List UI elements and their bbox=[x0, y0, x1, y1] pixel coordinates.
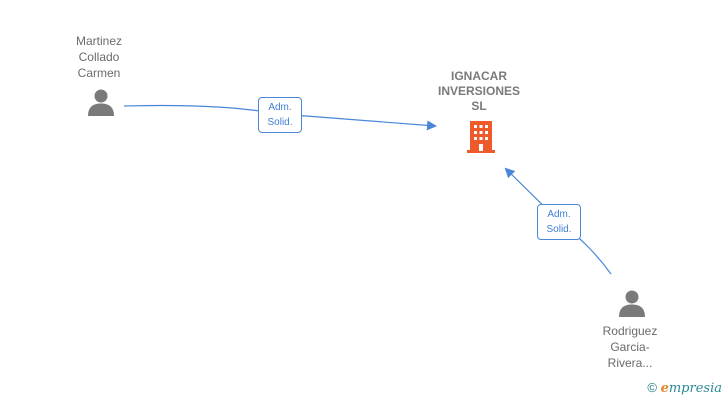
edge-label-top[interactable]: Adm. Solid. bbox=[258, 97, 302, 133]
person-bottom-line-2: Garcia- bbox=[610, 340, 650, 354]
person-top-line-3: Carmen bbox=[77, 66, 121, 80]
person-top-name[interactable]: Martinez Collado Carmen bbox=[60, 33, 138, 81]
person-bottom-name[interactable]: Rodriguez Garcia- Rivera... bbox=[590, 323, 670, 371]
edge-label-top-line-1: Adm. bbox=[268, 102, 292, 113]
company-name[interactable]: IGNACAR INVERSIONES SL bbox=[424, 69, 534, 114]
company-line-2: INVERSIONES bbox=[437, 84, 521, 98]
person-top-line-2: Collado bbox=[78, 50, 120, 64]
person-bottom-line-3: Rivera... bbox=[607, 356, 653, 370]
building-icon[interactable] bbox=[465, 119, 497, 155]
edge-label-bottom-line-1: Adm. bbox=[547, 209, 571, 220]
person-top-icon[interactable] bbox=[86, 88, 116, 116]
edge-label-bottom-line-2: Solid. bbox=[546, 224, 572, 235]
edge-label-bottom[interactable]: Adm. Solid. bbox=[537, 204, 581, 240]
person-bottom-line-1: Rodriguez bbox=[602, 324, 658, 338]
empresia-watermark: © empresia bbox=[647, 380, 722, 396]
company-line-3: SL bbox=[471, 99, 487, 113]
person-top-line-1: Martinez bbox=[75, 34, 122, 48]
empresia-logo: empresia bbox=[660, 381, 722, 396]
person-bottom-icon[interactable] bbox=[617, 289, 647, 317]
edge-label-top-line-2: Solid. bbox=[267, 117, 293, 128]
copyright-icon: © bbox=[647, 380, 657, 395]
company-line-1: IGNACAR bbox=[451, 69, 507, 83]
